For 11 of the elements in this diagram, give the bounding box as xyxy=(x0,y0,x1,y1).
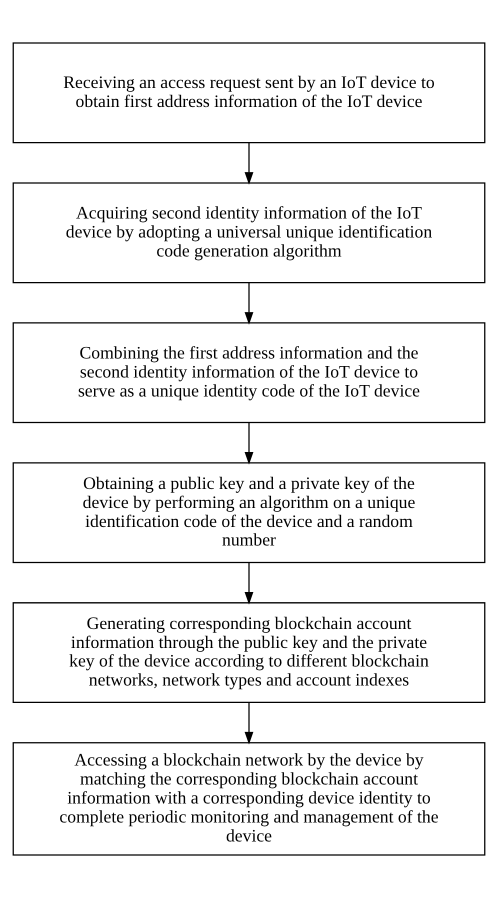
arrow xyxy=(244,282,254,325)
arrow xyxy=(244,142,254,185)
node-box: Combining the first address information and the second identity information of the IoT device to serve as a unique identity code of the IoT device xyxy=(12,322,486,424)
node-box: Accessing a blockchain network by the device by matching the corresponding blockchain account information with a corresponding device identity to complete periodic monitoring and management of the device xyxy=(12,742,486,856)
arrow xyxy=(244,562,254,605)
node-box: Obtaining a public key and a private key of the device by performing an algorithm on a unique identification code of the device and a random number xyxy=(12,462,486,564)
node-box: Acquiring second identity information of the IoT device by adopting a universal unique identification code generation algorithm xyxy=(12,182,486,284)
arrow xyxy=(244,422,254,465)
arrow xyxy=(244,702,254,744)
node-box: Receiving an access request sent by an IoT device to obtain first address information of the IoT device xyxy=(12,42,486,144)
node-box: Generating corresponding blockchain account information through the public key and the private key of the device according to different blockchain networks, network types and account indexes xyxy=(12,602,486,704)
